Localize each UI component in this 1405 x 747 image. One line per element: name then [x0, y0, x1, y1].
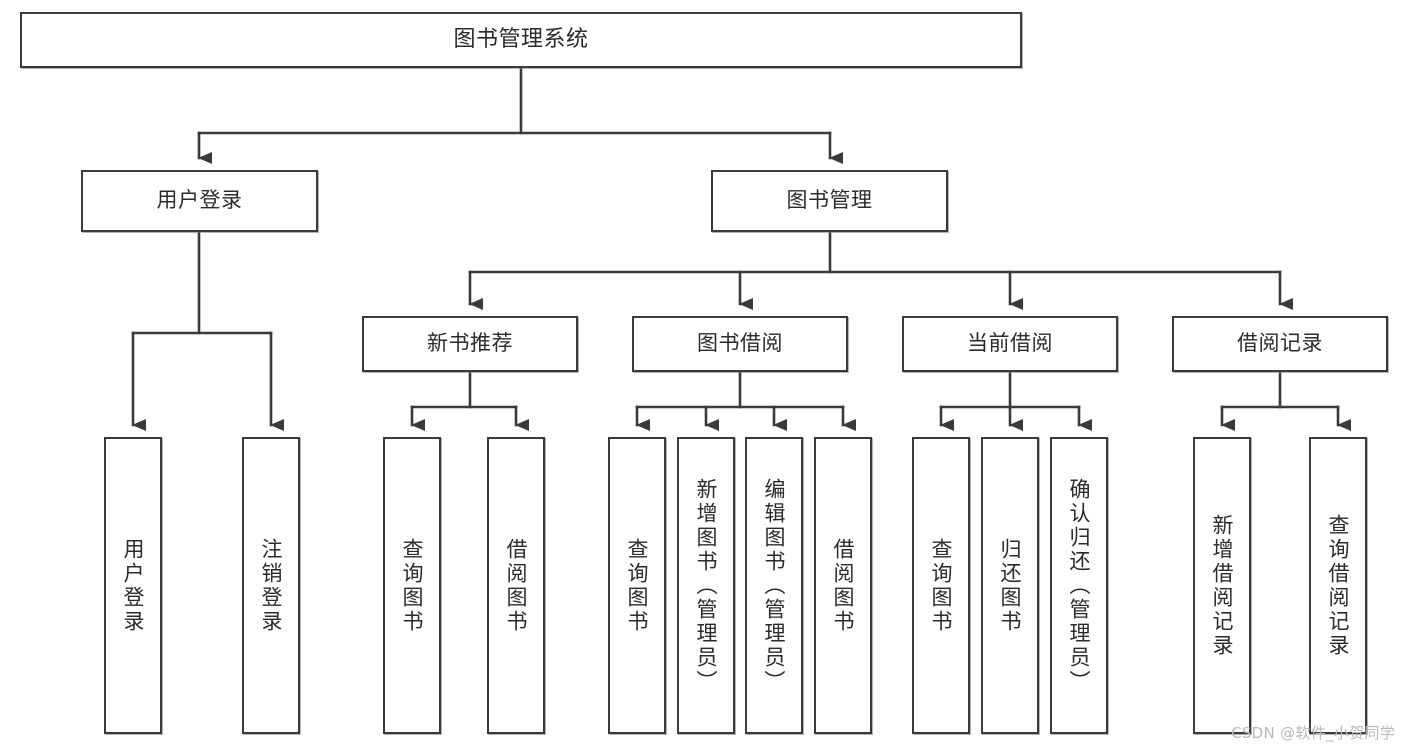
- node-label: 查询图书: [400, 537, 425, 634]
- leaf-records-query-record[interactable]: 查询借阅记录: [1309, 437, 1367, 734]
- node-label: 编辑图书（管理员）: [762, 477, 787, 694]
- node-label: 图书管理系统: [453, 26, 589, 52]
- node-label: 新增图书（管理员）: [694, 477, 719, 694]
- node-label: 图书管理: [786, 188, 873, 213]
- leaf-new-book-borrow[interactable]: 借阅图书: [487, 437, 545, 734]
- leaf-current-return-book[interactable]: 归还图书: [981, 437, 1039, 734]
- node-label: 用户登录: [156, 188, 243, 213]
- leaf-current-query-book[interactable]: 查询图书: [912, 437, 970, 734]
- node-label: 借阅记录: [1237, 331, 1323, 356]
- watermark-text: CSDN @软件_小贺同学: [1231, 724, 1395, 742]
- node-label: 查询图书: [929, 537, 954, 634]
- leaf-user-login-signin[interactable]: 用户登录: [104, 437, 162, 734]
- leaf-new-book-query[interactable]: 查询图书: [383, 437, 441, 734]
- leaf-borrow-add-book-admin[interactable]: 新增图书（管理员）: [677, 437, 735, 734]
- node-label: 归还图书: [998, 537, 1023, 634]
- node-label: 用户登录: [121, 537, 146, 634]
- node-borrow-records[interactable]: 借阅记录: [1172, 316, 1388, 372]
- node-label: 借阅图书: [504, 537, 529, 634]
- node-label: 注销登录: [259, 537, 284, 634]
- leaf-borrow-query-book[interactable]: 查询图书: [608, 437, 666, 734]
- node-book-management[interactable]: 图书管理: [711, 170, 948, 232]
- node-label: 确认归还（管理员）: [1067, 477, 1092, 694]
- node-label: 图书借阅: [697, 331, 783, 356]
- node-label: 借阅图书: [831, 537, 856, 634]
- leaf-borrow-borrow-book[interactable]: 借阅图书: [814, 437, 872, 734]
- node-label: 查询图书: [625, 537, 650, 634]
- node-new-book-recommendation[interactable]: 新书推荐: [362, 316, 578, 372]
- leaf-records-add-record[interactable]: 新增借阅记录: [1193, 437, 1251, 734]
- node-root-system[interactable]: 图书管理系统: [20, 12, 1022, 68]
- node-current-borrowing[interactable]: 当前借阅: [902, 316, 1118, 372]
- node-label: 新增借阅记录: [1210, 513, 1235, 658]
- node-user-login[interactable]: 用户登录: [81, 170, 318, 232]
- leaf-borrow-edit-book-admin[interactable]: 编辑图书（管理员）: [745, 437, 803, 734]
- node-label: 当前借阅: [967, 331, 1053, 356]
- leaf-current-confirm-return-admin[interactable]: 确认归还（管理员）: [1050, 437, 1108, 734]
- node-label: 查询借阅记录: [1326, 513, 1351, 658]
- node-book-borrowing[interactable]: 图书借阅: [632, 316, 848, 372]
- node-label: 新书推荐: [427, 331, 513, 356]
- leaf-user-login-signout[interactable]: 注销登录: [242, 437, 300, 734]
